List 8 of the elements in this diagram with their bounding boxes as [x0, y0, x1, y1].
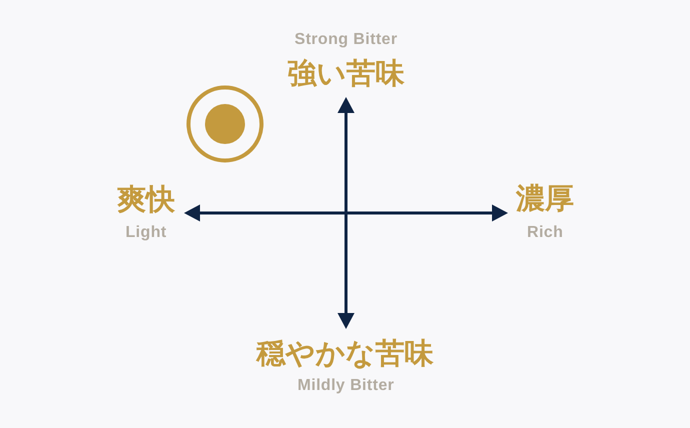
axis-sublabel: Rich [527, 225, 564, 241]
axis-label: 穏やかな苦味 [256, 340, 434, 368]
axis-sublabel: Light [126, 225, 167, 241]
axis-label: 濃厚 [516, 184, 574, 214]
axis-label: 爽快 [117, 186, 175, 214]
axis-sublabel: Strong Bitter [294, 32, 398, 48]
axis-label: 強い苦味 [288, 60, 404, 88]
axis-sublabel: Mildly Bitter [298, 378, 394, 394]
